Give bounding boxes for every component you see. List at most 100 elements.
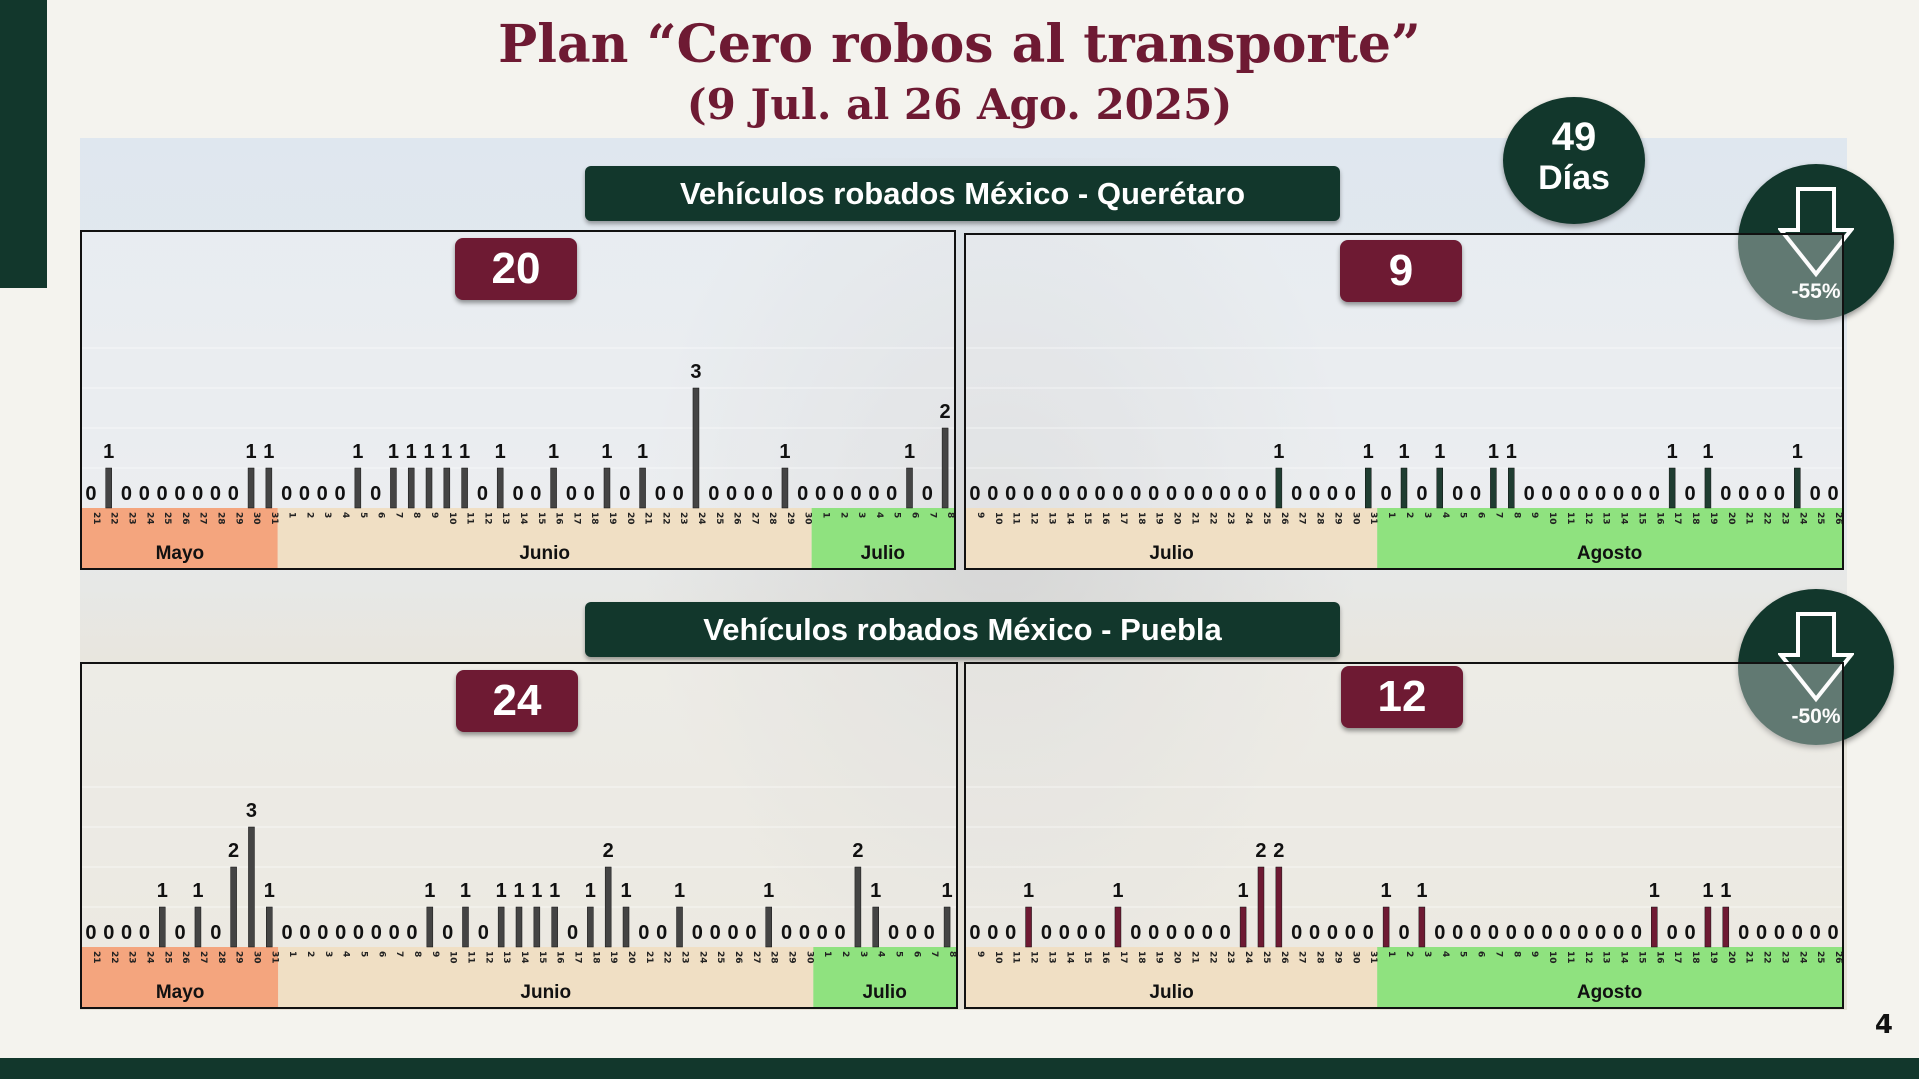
day-tick-label: 3 [858, 951, 868, 957]
day-tick-label: 27 [749, 512, 759, 525]
data-label: 1 [601, 441, 612, 463]
data-label: 2 [940, 401, 951, 423]
data-bar [248, 826, 255, 948]
data-label: 0 [371, 922, 382, 944]
day-tick-label: 8 [412, 951, 422, 957]
data-label: 0 [1255, 483, 1266, 505]
data-label: 0 [1810, 922, 1821, 944]
day-tick-label: 10 [1547, 512, 1557, 525]
data-label: 1 [620, 880, 631, 902]
section-title-puebla: Vehículos robados México - Puebla [585, 602, 1340, 657]
data-label: 0 [1667, 922, 1678, 944]
data-bar [1794, 467, 1801, 509]
day-tick-label: 24 [1243, 512, 1253, 525]
day-tick-label: 11 [465, 512, 475, 525]
data-label: 0 [815, 483, 826, 505]
data-bar [550, 467, 557, 509]
data-label: 1 [942, 880, 953, 902]
day-tick-label: 31 [269, 951, 279, 964]
data-bar [1704, 467, 1712, 509]
day-tick-label: 12 [1583, 512, 1593, 525]
data-label: 1 [459, 441, 470, 463]
day-tick-label: 25 [714, 512, 724, 525]
data-bar [1025, 906, 1032, 948]
day-tick-label: 28 [215, 512, 225, 525]
data-label: 1 [1363, 441, 1374, 463]
data-bar [1400, 467, 1408, 509]
page-number: 4 [1874, 1010, 1893, 1040]
day-tick-label: 1 [287, 512, 297, 518]
day-tick-label: 21 [1744, 951, 1754, 964]
day-tick-label: 1 [287, 951, 297, 957]
day-tick-label: 12 [482, 512, 492, 525]
data-bar [390, 467, 397, 509]
data-label: 0 [727, 922, 738, 944]
month-label: Mayo [156, 982, 205, 1003]
day-tick-label: 4 [341, 951, 351, 957]
month-band [813, 947, 956, 1007]
day-tick-label: 10 [448, 951, 458, 964]
day-tick-label: 19 [1708, 951, 1718, 964]
day-tick-label: 12 [1029, 951, 1039, 964]
day-tick-label: 19 [1708, 512, 1718, 525]
day-tick-label: 4 [876, 951, 886, 957]
day-tick-label: 18 [1690, 512, 1700, 525]
data-label: 1 [103, 441, 114, 463]
data-bar [604, 866, 612, 948]
data-label: 1 [460, 880, 471, 902]
day-tick-label: 6 [376, 512, 386, 518]
data-label: 0 [1202, 483, 1213, 505]
data-bar [1508, 467, 1515, 509]
data-label: 0 [1005, 922, 1016, 944]
day-tick-label: 17 [571, 512, 581, 525]
day-tick-label: 24 [1243, 951, 1253, 964]
data-bar [587, 906, 594, 948]
day-tick-label: 31 [269, 512, 279, 525]
day-tick-label: 26 [1279, 951, 1289, 964]
change-badge-queretaro: -55% [1738, 164, 1894, 320]
data-label: 1 [1112, 880, 1123, 902]
day-tick-label: 18 [590, 951, 600, 964]
day-tick-label: 11 [1011, 512, 1021, 525]
data-label: 0 [1041, 483, 1052, 505]
data-label: 0 [85, 483, 96, 505]
change-percent: -50% [1791, 705, 1841, 728]
day-tick-label: 10 [993, 512, 1003, 525]
data-label: 0 [1827, 922, 1838, 944]
data-label: 0 [389, 922, 400, 944]
day-tick-label: 1 [822, 951, 832, 957]
data-label: 0 [1345, 922, 1356, 944]
data-label: 0 [1774, 483, 1785, 505]
data-bar [496, 467, 504, 509]
data-label: 0 [299, 922, 310, 944]
data-label: 0 [157, 483, 168, 505]
data-label: 0 [817, 922, 828, 944]
day-tick-label: 13 [1601, 951, 1611, 964]
data-label: 0 [530, 483, 541, 505]
day-tick-label: 20 [1172, 951, 1182, 964]
data-label: 0 [192, 483, 203, 505]
data-bar [1704, 906, 1712, 948]
data-label: 1 [264, 880, 275, 902]
day-tick-label: 22 [1207, 512, 1217, 525]
data-label: 0 [370, 483, 381, 505]
data-label: 1 [1381, 880, 1392, 902]
day-tick-label: 28 [1315, 951, 1325, 964]
day-tick-label: 27 [198, 512, 208, 525]
data-bar [765, 906, 772, 948]
data-label: 0 [1524, 922, 1535, 944]
data-label: 1 [1506, 441, 1517, 463]
day-tick-label: 17 [1672, 951, 1682, 964]
side-accent-strip [0, 0, 47, 288]
day-tick-label: 11 [1565, 951, 1575, 964]
day-tick-label: 13 [1601, 512, 1611, 525]
day-tick-label: 2 [840, 951, 850, 957]
day-tick-label: 23 [1779, 951, 1789, 964]
day-tick-label: 22 [109, 512, 119, 525]
day-tick-label: 31 [1368, 512, 1378, 525]
days-label: Días [1538, 159, 1610, 197]
data-bar [692, 387, 700, 509]
data-label: 0 [1434, 922, 1445, 944]
data-label: 1 [779, 441, 790, 463]
data-bar [854, 866, 862, 948]
